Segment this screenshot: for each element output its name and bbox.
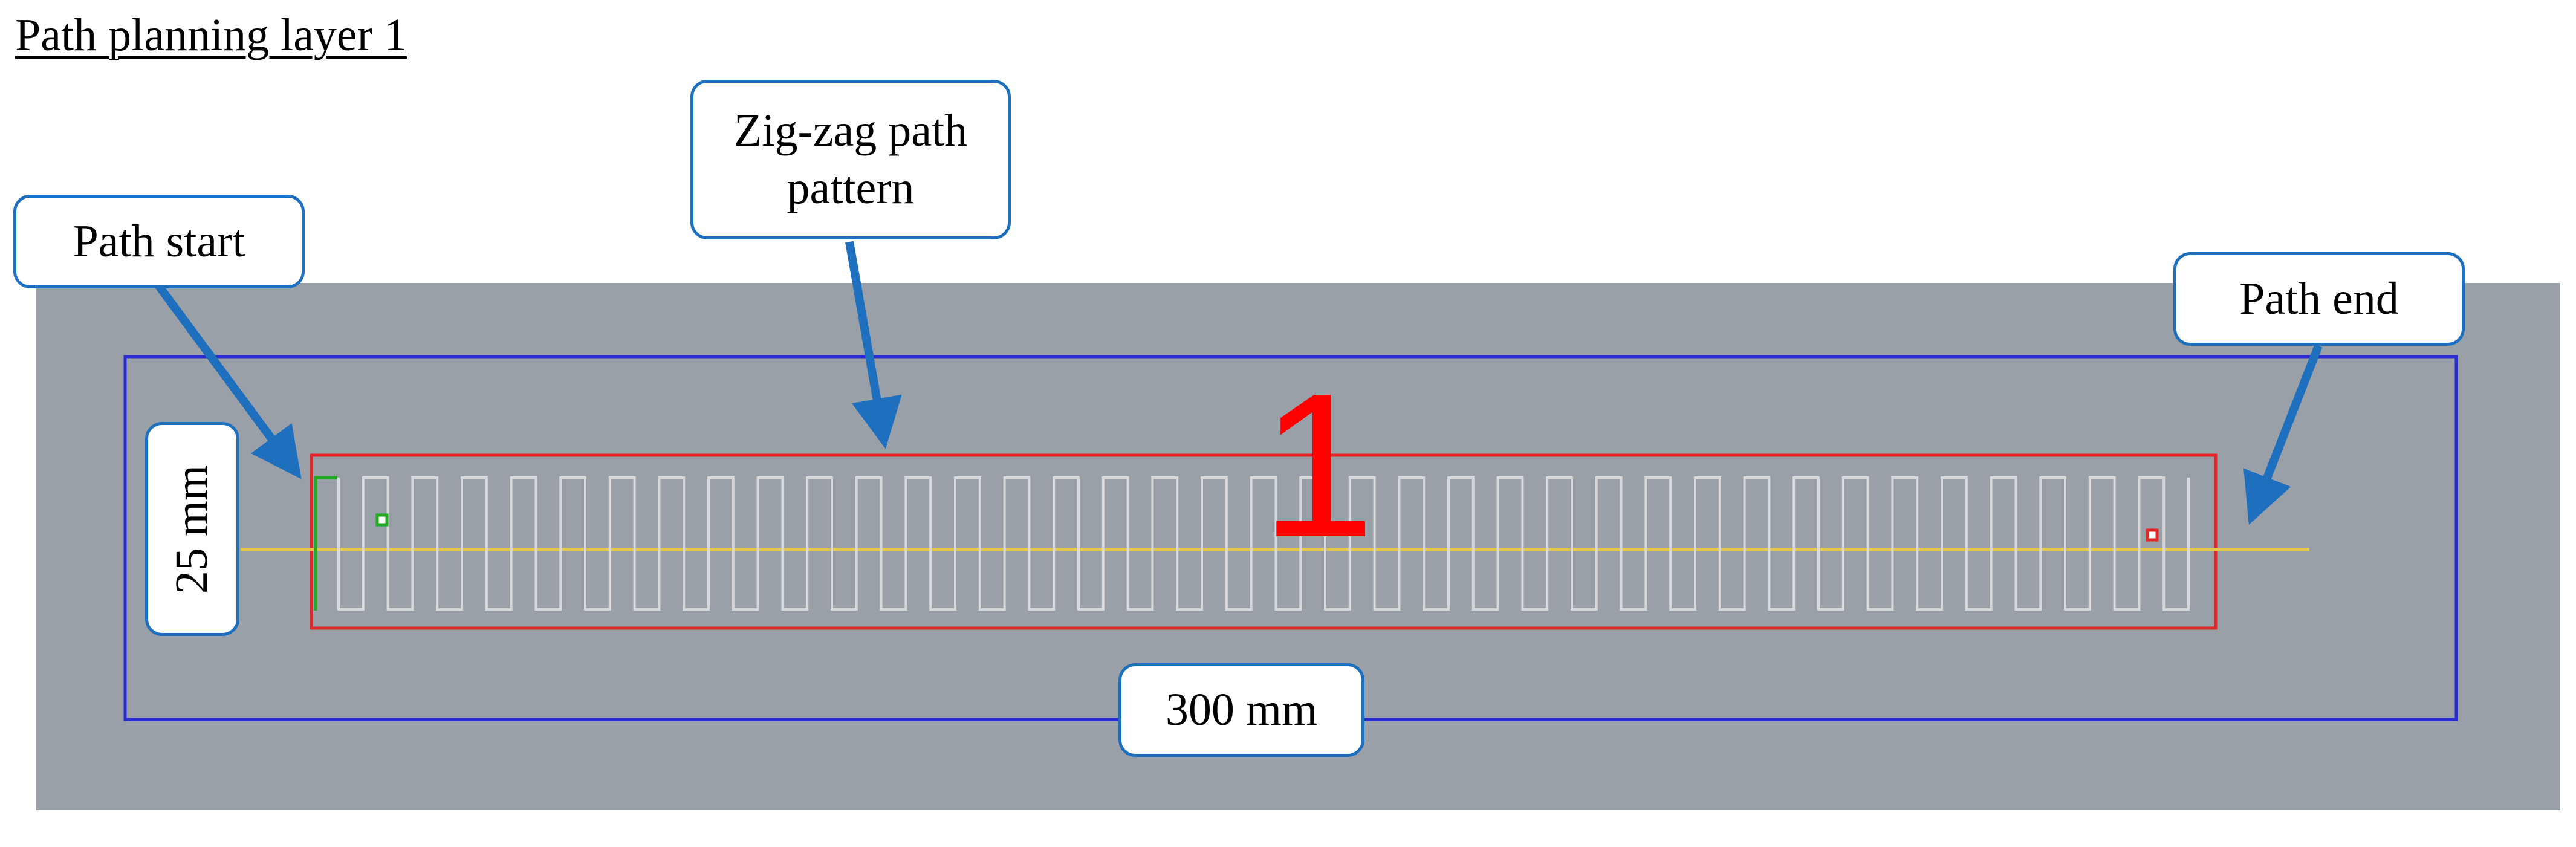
callout-path-end: Path end: [2173, 252, 2465, 346]
start-marker: [375, 513, 389, 527]
callout-zigzag-pattern: Zig-zag path pattern: [690, 80, 1011, 239]
end-marker: [2146, 528, 2159, 542]
zigzag-path: [337, 476, 2190, 611]
arrow-path-start: [155, 282, 302, 479]
path-start-corner: [314, 476, 337, 611]
callout-height-25mm: 25 mm: [145, 422, 239, 636]
arrow-zigzag: [845, 241, 902, 449]
callout-path-start: Path start: [13, 195, 305, 288]
layer-number: 1: [1260, 351, 1375, 580]
arrow-path-end: [2243, 344, 2323, 525]
callout-width-300mm: 300 mm: [1118, 663, 1364, 757]
inner-boundary: [310, 453, 2218, 630]
diagram-title: Path planning layer 1: [15, 10, 407, 60]
height-label: 25 mm: [166, 464, 218, 594]
